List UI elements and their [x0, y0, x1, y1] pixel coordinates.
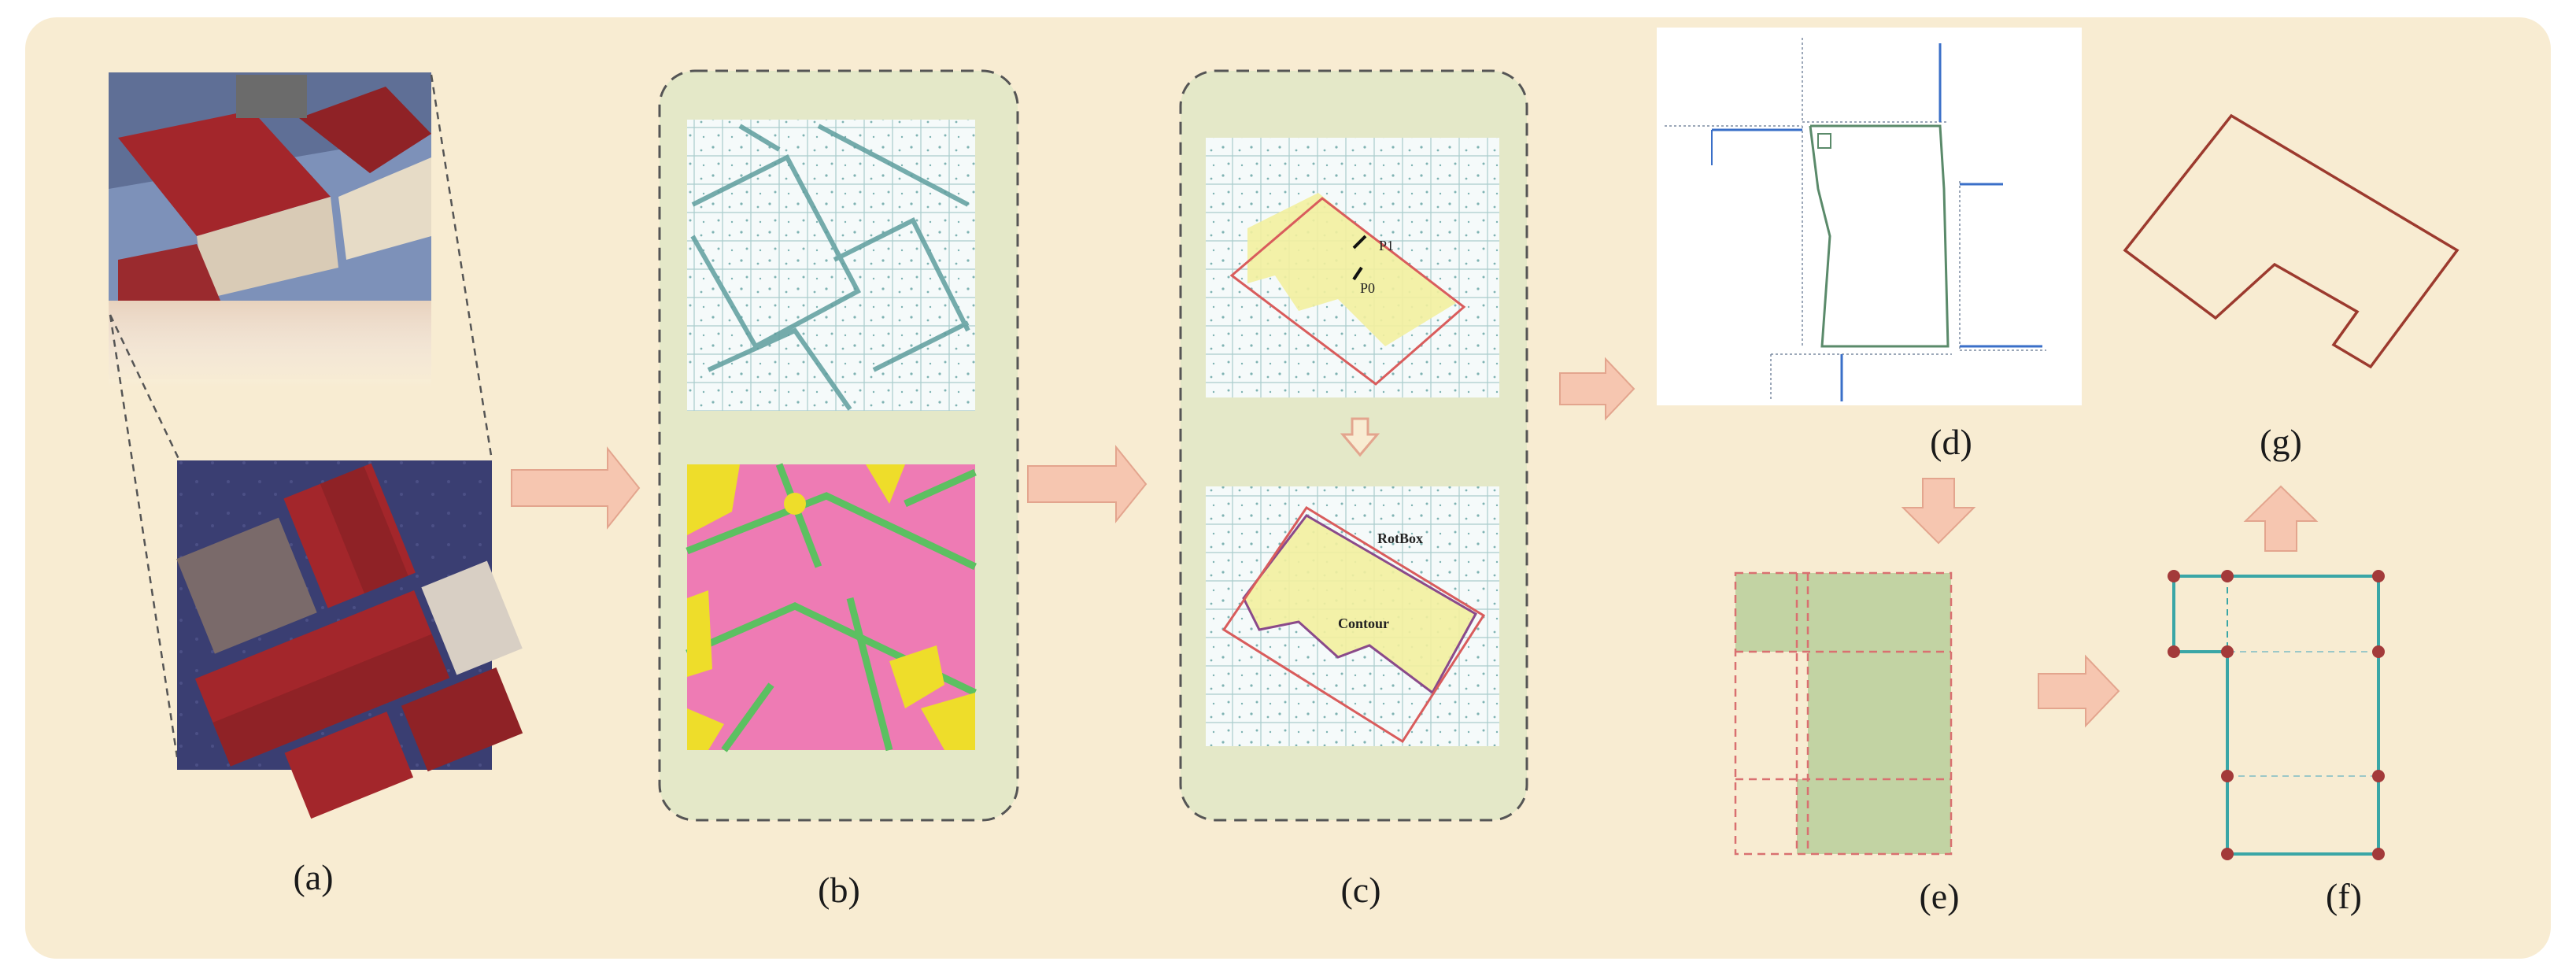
panel-label-b: (b): [818, 870, 860, 910]
roof-oblique-2: [299, 87, 431, 173]
projected-contour: [1809, 124, 1950, 348]
label-contour: Contour: [1338, 616, 1389, 631]
panel-label-e: (e): [1919, 876, 1960, 916]
panel-f-vertices: [2168, 570, 2385, 860]
arrow-c-to-d: [1559, 357, 1635, 421]
panel-e-grid: [1734, 571, 1953, 856]
rotbox-top: [1229, 197, 1466, 386]
arrow-b-to-c: [1027, 445, 1148, 523]
arrow-e-to-f: [2038, 654, 2120, 728]
arrow-f-to-g: [2243, 485, 2319, 552]
contour-outline: [1242, 514, 1478, 695]
final-building-outline: [2123, 113, 2460, 369]
rotbox-bottom: [1221, 505, 1486, 744]
panel-label-d: (d): [1930, 422, 1972, 462]
label-rotbox: RotBox: [1377, 531, 1423, 546]
panel-label-g: (g): [2260, 422, 2302, 462]
point-cloud-view: [687, 120, 975, 411]
vertex-points: [2168, 570, 2385, 860]
arrow-down-small: [1340, 417, 1380, 457]
building-highlight-top: [1247, 193, 1456, 346]
panel-b-segmentation: [658, 69, 1019, 822]
segmented-map: [687, 464, 975, 750]
roof-oblique-1: [118, 110, 331, 236]
arrow-d-to-e: [1901, 478, 1976, 545]
panel-label-a: (a): [293, 857, 334, 897]
label-p1: P1: [1379, 238, 1394, 253]
label-p0: P0: [1360, 280, 1375, 296]
arrow-a-to-b: [511, 446, 641, 530]
panel-label-f: (f): [2326, 876, 2362, 916]
panel-label-c: (c): [1340, 870, 1381, 910]
panel-c-rotbox: P1 P0 RotBox Contour: [1179, 69, 1528, 822]
building-highlight-bottom: [1244, 516, 1476, 693]
panel-d-histograms: [1657, 28, 2082, 405]
panel-a-imagery: [109, 72, 523, 819]
